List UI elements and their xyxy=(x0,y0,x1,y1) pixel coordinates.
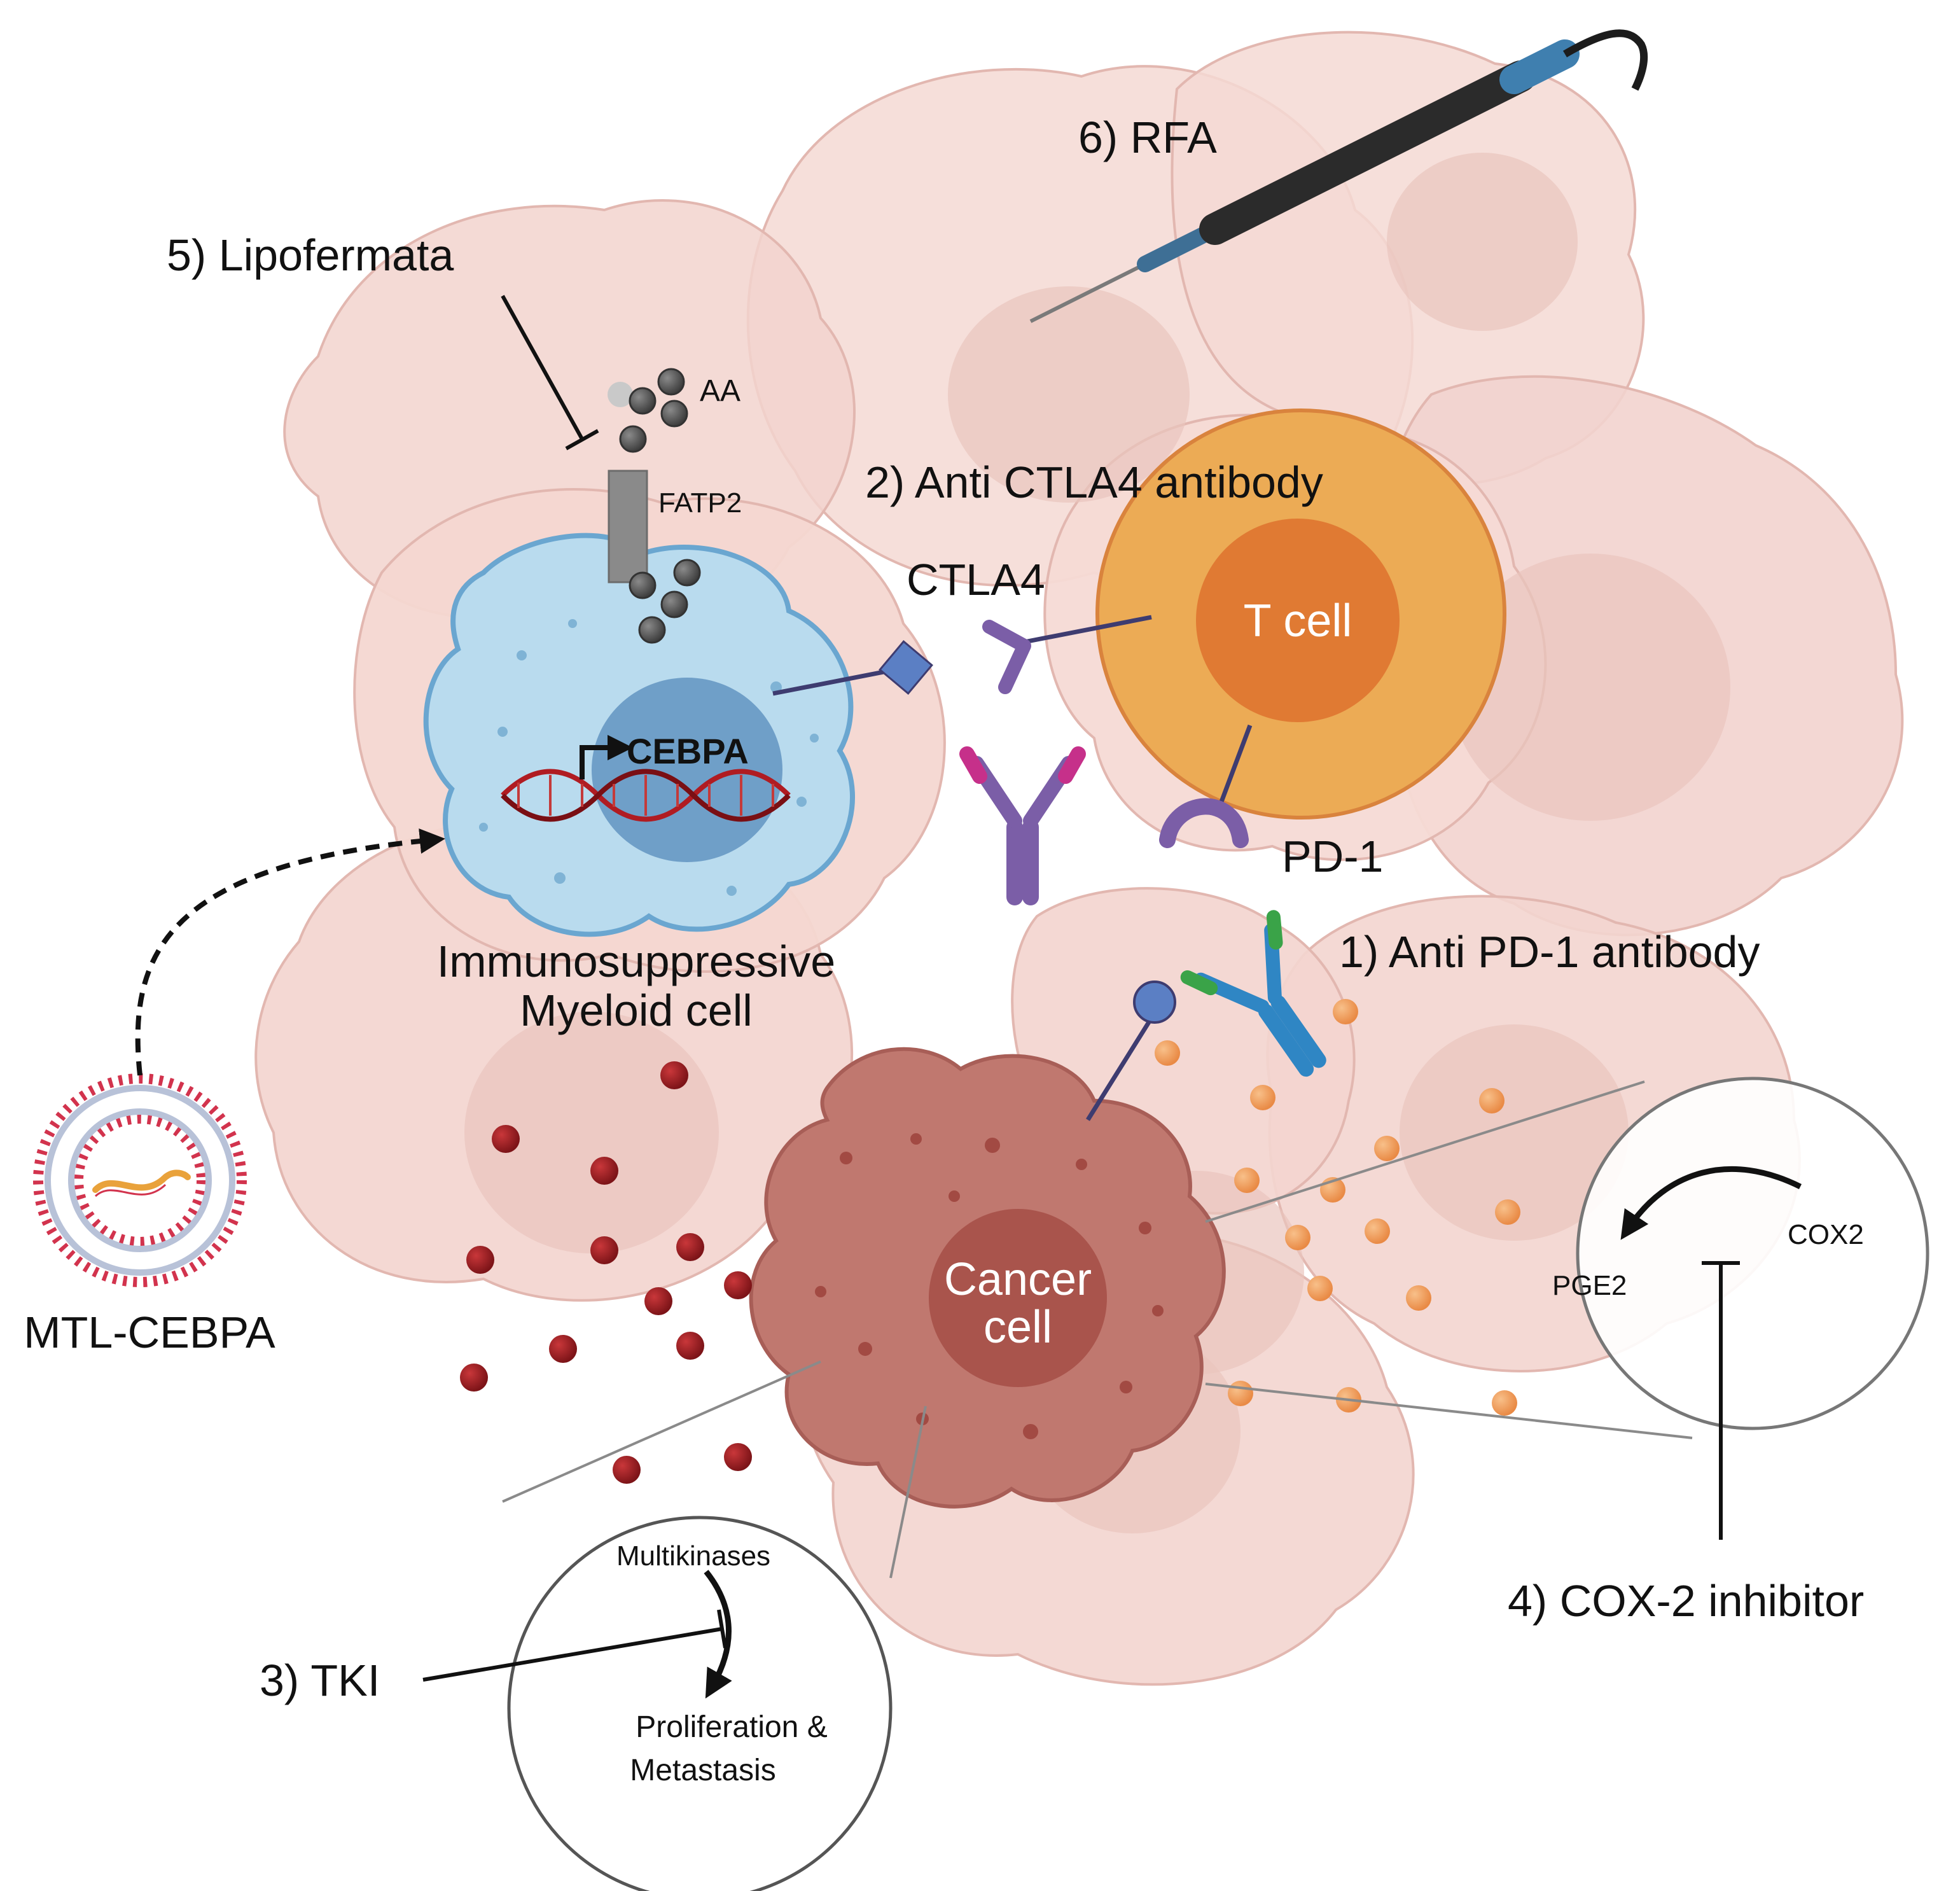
myeloid-granules xyxy=(479,619,819,896)
aa-particles xyxy=(608,368,701,644)
label-fatp2: FATP2 xyxy=(658,487,742,519)
label-lipofermata: 5) Lipofermata xyxy=(167,230,454,280)
transcription-arrow-icon xyxy=(580,735,633,779)
cox2-to-pge2-arrow xyxy=(1620,1166,1802,1240)
label-cancer-line1: Cancer xyxy=(944,1254,1092,1305)
label-aa: AA xyxy=(700,374,740,408)
tissue-nucleus xyxy=(1387,153,1578,331)
tki-zoom-circle xyxy=(507,1516,893,1891)
tki-zoom-callout xyxy=(422,1360,927,1891)
tissue-nucleus xyxy=(1400,1024,1629,1241)
fatp2-transporter xyxy=(608,470,648,583)
cancer-cell xyxy=(749,980,1226,1509)
label-ctla4: CTLA4 xyxy=(907,555,1045,604)
cancer-granules xyxy=(815,1133,1164,1439)
multikinases-arrow xyxy=(704,1570,732,1699)
label-myeloid-line1: Immunosuppressive xyxy=(437,937,835,986)
b7-ligand xyxy=(879,640,933,695)
rfa-probe-icon xyxy=(1029,29,1648,323)
cancer-nucleus xyxy=(929,1209,1107,1387)
label-proliferation-line1: Proliferation & xyxy=(636,1710,827,1744)
label-proliferation-line2: Metastasis xyxy=(630,1754,775,1787)
label-pge2: PGE2 xyxy=(1552,1270,1627,1301)
label-cancer-line2: cell xyxy=(983,1302,1052,1353)
label-mtl-cebpa: MTL-CEBPA xyxy=(24,1308,275,1357)
red-particles xyxy=(460,1061,752,1484)
ctla4-receptor xyxy=(982,620,1031,694)
label-anti-pd1: 1) Anti PD-1 antibody xyxy=(1339,927,1760,977)
tissue-nucleus xyxy=(464,1012,719,1253)
pd-l1-ligand xyxy=(1133,980,1176,1024)
orange-particles xyxy=(1155,999,1520,1416)
label-cox2-inhibitor: 4) COX-2 inhibitor xyxy=(1508,1576,1864,1626)
cox2-zoom-callout xyxy=(1205,1077,1929,1540)
label-cebpa: CEBPA xyxy=(627,731,749,771)
tissue-nucleus xyxy=(948,286,1190,503)
label-t-cell: T cell xyxy=(1244,596,1352,646)
lipofermata-inhibition-line xyxy=(501,295,599,450)
label-myeloid-line2: Myeloid cell xyxy=(520,986,753,1035)
cox2-zoom-circle xyxy=(1576,1077,1929,1430)
myeloid-cell xyxy=(423,533,856,937)
tissue-nucleus xyxy=(1450,554,1730,821)
t-cell xyxy=(1095,408,1506,820)
label-multikinases: Multikinases xyxy=(616,1540,770,1572)
pd1-receptor xyxy=(1159,724,1253,848)
label-pd1: PD-1 xyxy=(1282,832,1383,881)
ctla4-interaction xyxy=(772,615,1152,696)
mtl-cebpa-delivery-arrow xyxy=(135,828,445,1076)
label-anti-ctla4: 2) Anti CTLA4 antibody xyxy=(865,457,1323,507)
t-cell-nucleus xyxy=(1196,519,1400,722)
label-rfa: 6) RFA xyxy=(1078,113,1217,162)
label-cox2: COX2 xyxy=(1788,1219,1864,1250)
antibody-icon xyxy=(959,746,1086,905)
antibody-icon xyxy=(1180,910,1326,1077)
liposome-icon xyxy=(29,1069,251,1292)
myeloid-nucleus xyxy=(592,678,782,862)
label-tki: 3) TKI xyxy=(260,1656,380,1705)
dna-helix-icon xyxy=(501,769,791,822)
